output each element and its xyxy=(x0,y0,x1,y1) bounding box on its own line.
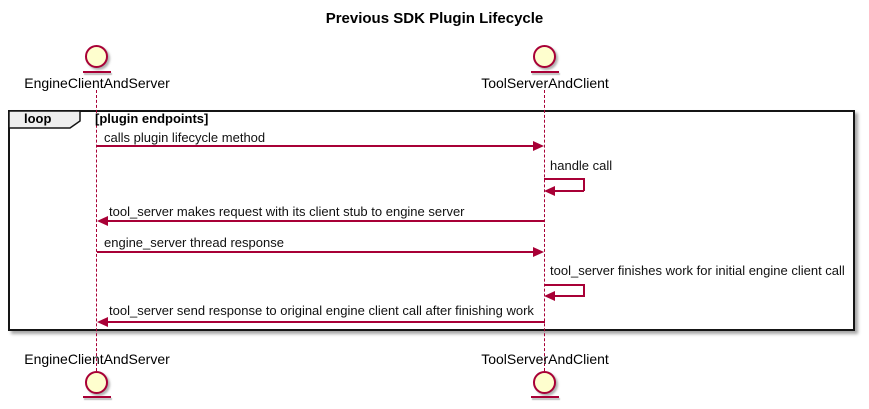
actor-label-tool-top: ToolServerAndClient xyxy=(481,75,609,91)
arrowhead-right-icon xyxy=(533,247,544,257)
self-message-side-line xyxy=(583,284,585,297)
entity-underline xyxy=(83,396,111,398)
diagram-title: Previous SDK Plugin Lifecycle xyxy=(325,10,544,27)
self-message-bottom-line xyxy=(555,190,584,192)
actor-label-engine-bottom: EngineClientAndServer xyxy=(24,351,170,367)
entity-underline xyxy=(83,71,111,73)
arrowhead-left-icon xyxy=(544,291,555,301)
lifeline-tool xyxy=(544,90,545,371)
entity-circle-icon xyxy=(533,371,556,394)
self-message-side-line xyxy=(583,178,585,191)
message-label: tool_server makes request with its clien… xyxy=(109,204,465,219)
actor-label-tool-bottom: ToolServerAndClient xyxy=(481,351,609,367)
message-label: engine_server thread response xyxy=(104,235,284,250)
message-arrow-line xyxy=(97,251,534,253)
message-label: calls plugin lifecycle method xyxy=(104,130,266,145)
loop-condition: [plugin endpoints] xyxy=(95,111,209,126)
entity-underline xyxy=(531,396,559,398)
arrowhead-left-icon xyxy=(97,317,108,327)
actor-label-engine-top: EngineClientAndServer xyxy=(24,75,170,91)
self-message-top-line xyxy=(544,178,584,180)
entity-circle-icon xyxy=(85,371,108,394)
entity-circle-icon xyxy=(85,45,108,68)
lifeline-engine xyxy=(96,90,97,371)
self-message-bottom-line xyxy=(555,295,584,297)
arrowhead-left-icon xyxy=(544,186,555,196)
arrowhead-right-icon xyxy=(533,141,544,151)
message-label: handle call xyxy=(550,158,613,173)
entity-circle-icon xyxy=(533,45,556,68)
arrowhead-left-icon xyxy=(97,216,108,226)
loop-header-pentagon xyxy=(8,110,81,129)
message-arrow-line xyxy=(107,220,545,222)
message-arrow-line xyxy=(107,321,545,323)
message-arrow-line xyxy=(97,145,534,147)
message-label: tool_server send response to original en… xyxy=(109,303,534,318)
message-label: tool_server finishes work for initial en… xyxy=(550,263,845,278)
loop-keyword: loop xyxy=(24,111,52,126)
self-message-top-line xyxy=(544,284,584,286)
entity-underline xyxy=(531,71,559,73)
